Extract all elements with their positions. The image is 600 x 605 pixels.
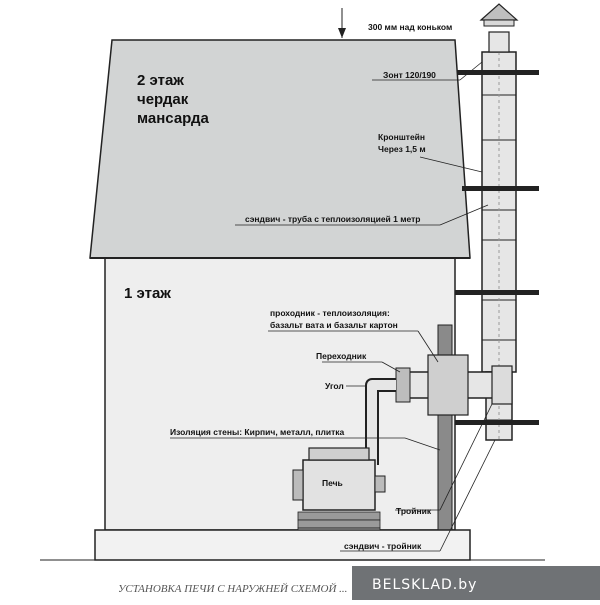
bracket-2 (462, 186, 539, 191)
passage-insulation (427, 354, 469, 416)
passage-label-line1: проходник - теплоизоляция: (270, 308, 390, 318)
passage-label-line2: базальт вата и базальт картон (270, 320, 398, 330)
ground-floor-label: 1 этаж (124, 285, 171, 302)
cap-ring (483, 19, 515, 27)
umbrella-cap (479, 3, 519, 21)
wall-insulation-label: Изоляция стены: Кирпич, металл, плитка (170, 427, 345, 437)
cap-neck (488, 31, 510, 53)
tee-label: Тройник (396, 506, 432, 516)
bracket-label-line1: Кронштейн (378, 132, 425, 142)
height-above-ridge-label: 300 мм над коньком (368, 22, 452, 32)
attic-floor-label-2: чердак (137, 91, 189, 108)
umbrella-label: Зонт 120/190 (383, 70, 436, 80)
bracket-3 (455, 290, 539, 295)
adapter-label: Переходник (316, 351, 367, 361)
leader-lines (170, 61, 496, 552)
bottom-caption: УСТАНОВКА ПЕЧИ С НАРУЖНЕЙ СХЕМОЙ ... (118, 583, 347, 595)
stove (292, 447, 386, 511)
watermark-text: BELSKLAD.by (372, 577, 477, 593)
sandwich-pipe-label: сэндвич - труба с теплоизоляцией 1 метр (245, 214, 420, 224)
stove-brick-base (297, 511, 381, 531)
adapter-piece (395, 367, 411, 403)
tee-connector (491, 365, 513, 405)
sandwich-tee-label: сэндвич - тройник (344, 541, 422, 551)
bracket-1 (457, 70, 539, 75)
attic-floor-label-1: 2 этаж (137, 72, 184, 89)
watermark-background (352, 566, 600, 600)
stove-label: Печь (322, 478, 343, 488)
foundation (94, 529, 471, 561)
elbow-label: Угол (325, 381, 344, 391)
bracket-4 (455, 420, 539, 425)
attic-floor-label-3: мансарда (137, 110, 209, 127)
bracket-label-line2: Через 1,5 м (378, 144, 426, 154)
height-marker-arrow (338, 28, 346, 38)
